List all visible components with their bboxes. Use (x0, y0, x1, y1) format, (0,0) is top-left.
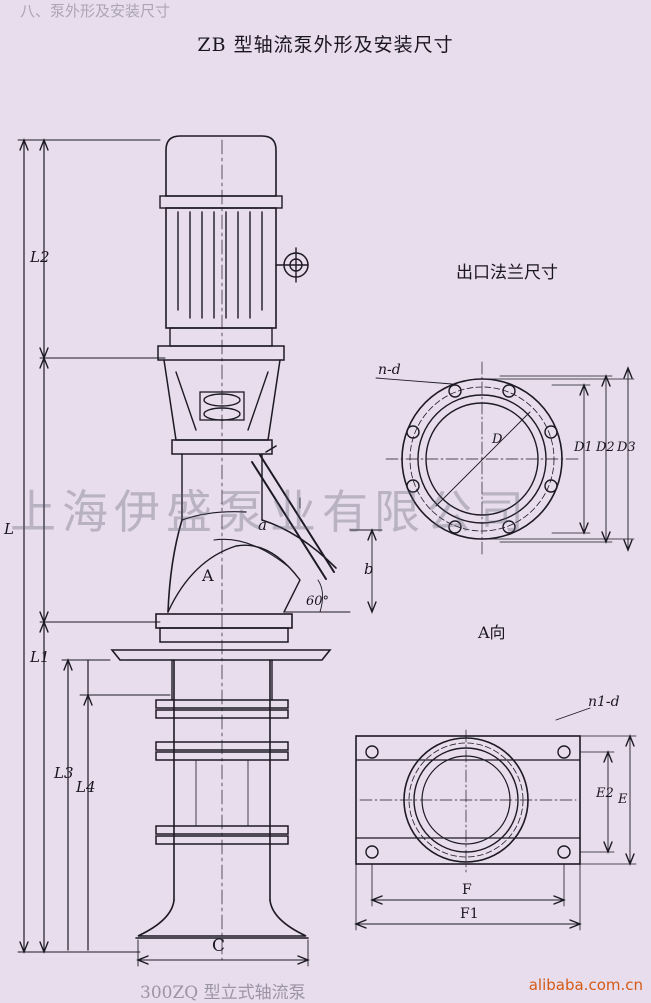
a-direction-view (354, 707, 637, 931)
angle-label: 60° (306, 594, 330, 609)
dim-L-label: L (4, 520, 14, 538)
company-watermark: 上海伊盛泵业有限公司 (10, 485, 530, 539)
dim-F1-label: F1 (460, 906, 479, 922)
faded-background-caption: 300ZQ 型立式轴流泵 (140, 983, 306, 1003)
drawing-title: ZB 型轴流泵外形及安装尺寸 (197, 34, 454, 56)
column-pipe (135, 659, 310, 967)
motor (159, 135, 309, 347)
dim-L3-label: L3 (54, 764, 74, 782)
dim-D3-label: D3 (617, 440, 636, 455)
a-view-title: A向 (478, 623, 506, 642)
dim-C-label: C (212, 936, 226, 956)
dim-F-label: F (462, 882, 472, 898)
source-site-mark: alibaba.com.cn (528, 976, 643, 994)
section-A-label: A (202, 566, 214, 585)
dim-E-label: E (618, 792, 628, 807)
faded-background-heading: 八、泵外形及安装尺寸 (20, 2, 171, 20)
dim-a-label: a (258, 516, 267, 534)
outlet-flange-view (375, 361, 635, 557)
left-dimension-lines (17, 138, 171, 954)
bolt-count-label: n-d (378, 362, 401, 378)
motor-stand (157, 139, 285, 961)
dim-D2-label: D2 (596, 440, 615, 455)
dim-L1-label: L1 (30, 648, 50, 666)
base-plate (110, 613, 332, 701)
a-view-bolt-label: n1-d (588, 694, 620, 710)
dim-L2-label: L2 (30, 248, 50, 266)
dim-b-label: b (364, 560, 374, 578)
dim-L4-label: L4 (76, 778, 96, 796)
dim-D-label: D (492, 432, 503, 447)
dim-E2-label: E2 (596, 786, 614, 801)
outlet-elbow (167, 445, 383, 614)
dim-D1-label: D1 (574, 440, 593, 455)
flange-dimensions-title: 出口法兰尺寸 (456, 263, 558, 283)
